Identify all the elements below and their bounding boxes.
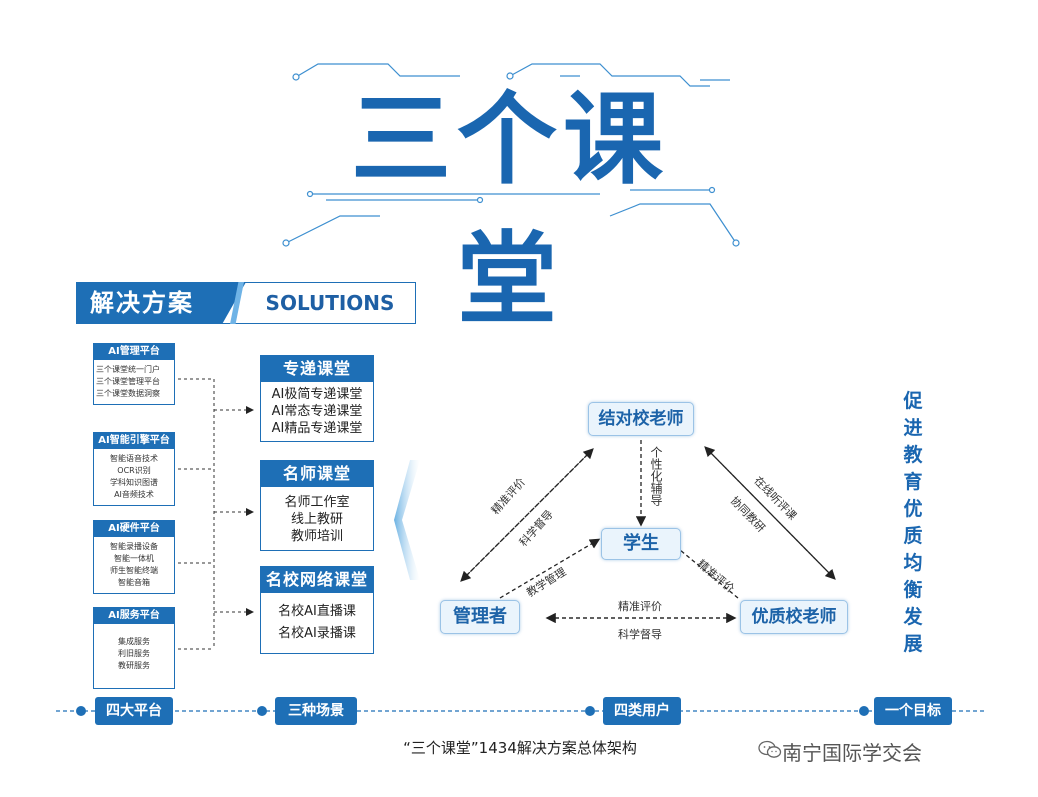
label-admin-quality-2: 科学督导	[618, 628, 662, 641]
platform-ai-management: AI管理平台 三个课堂统一门户 三个课堂管理平台 三个课堂数据洞察	[93, 343, 175, 405]
platform-item: 智能音箱	[118, 578, 150, 587]
platform-item: 智能一体机	[114, 554, 154, 563]
platform-header: AI硬件平台	[94, 521, 174, 537]
scene-item: 线上教研	[290, 512, 343, 527]
platform-item: 智能语音技术	[110, 454, 158, 463]
scene-item: 教师培训	[290, 529, 343, 544]
platform-item: 集成服务	[118, 637, 150, 646]
solutions-title-cn: 解决方案	[76, 282, 246, 324]
platform-item: 智能录播设备	[110, 542, 158, 551]
solutions-title-en: SOLUTIONS	[265, 291, 395, 315]
platform-header: AI管理平台	[94, 344, 174, 360]
platform-connectors	[178, 378, 254, 650]
scene-header: 名师课堂	[261, 461, 373, 487]
scene-item: AI常态专递课堂	[271, 404, 363, 419]
platform-header: AI智能引擎平台	[94, 433, 174, 449]
scene-item: 名校AI直播课	[278, 604, 356, 619]
user-administrator: 管理者	[440, 600, 520, 634]
footer-tag-users: 四类用户	[603, 697, 681, 725]
platform-item: 教研服务	[118, 661, 150, 670]
scene-famous-school-classroom: 名校网络课堂 名校AI直播课 名校AI录播课	[260, 566, 374, 654]
footer-timeline	[56, 706, 986, 716]
watermark: 南宁国际学交会	[782, 741, 922, 765]
main-title: 三个课堂	[351, 81, 669, 338]
diagram-caption: “三个课堂”1434解决方案总体架构	[403, 739, 637, 757]
circuit-decoration	[282, 63, 740, 247]
platform-item: 三个课堂数据洞察	[96, 389, 160, 398]
scene-item: 名校AI录播课	[278, 626, 356, 641]
glow-arrow	[394, 460, 420, 580]
platform-item: 三个课堂管理平台	[96, 377, 160, 386]
relation-arrows	[460, 440, 836, 624]
scene-item: AI精品专递课堂	[271, 421, 363, 436]
platform-item: 利旧服务	[118, 649, 150, 658]
platform-ai-hardware: AI硬件平台 智能录播设备 智能一体机 师生智能终端 智能音箱	[93, 520, 175, 594]
wechat-icon	[758, 740, 782, 758]
platform-item: 师生智能终端	[110, 566, 158, 575]
label-admin-quality-1: 精准评价	[618, 600, 662, 613]
user-student: 学生	[601, 528, 681, 560]
scene-header: 专递课堂	[261, 356, 373, 382]
scene-item: 名师工作室	[284, 495, 350, 510]
user-paired-teacher: 结对校老师	[588, 402, 694, 436]
footer-tag-goal: 一个目标	[874, 697, 952, 725]
user-quality-teacher: 优质校老师	[740, 600, 848, 634]
goal-text: 促进教育优质均衡发展	[903, 390, 923, 655]
footer-tag-platforms: 四大平台	[95, 697, 173, 725]
platform-item: 三个课堂统一门户	[96, 365, 160, 374]
platform-item: 学科知识图谱	[110, 478, 158, 487]
footer-tag-scenes: 三种场景	[275, 697, 357, 725]
platform-ai-engine: AI智能引擎平台 智能语音技术 OCR识别 学科知识图谱 AI音频技术	[93, 432, 175, 506]
scene-delivery-classroom: 专递课堂 AI极简专递课堂 AI常态专递课堂 AI精品专递课堂	[260, 355, 374, 442]
platform-ai-service: AI服务平台 集成服务 利旧服务 教研服务	[93, 607, 175, 689]
platform-item: AI音频技术	[114, 490, 154, 499]
scene-item: AI极简专递课堂	[271, 387, 363, 402]
platform-header: AI服务平台	[94, 608, 174, 624]
label-paired-student: 个性化辅导	[649, 446, 663, 506]
platform-item: OCR识别	[117, 466, 151, 475]
scene-master-teacher-classroom: 名师课堂 名师工作室 线上教研 教师培训	[260, 460, 374, 551]
scene-header: 名校网络课堂	[261, 567, 373, 593]
